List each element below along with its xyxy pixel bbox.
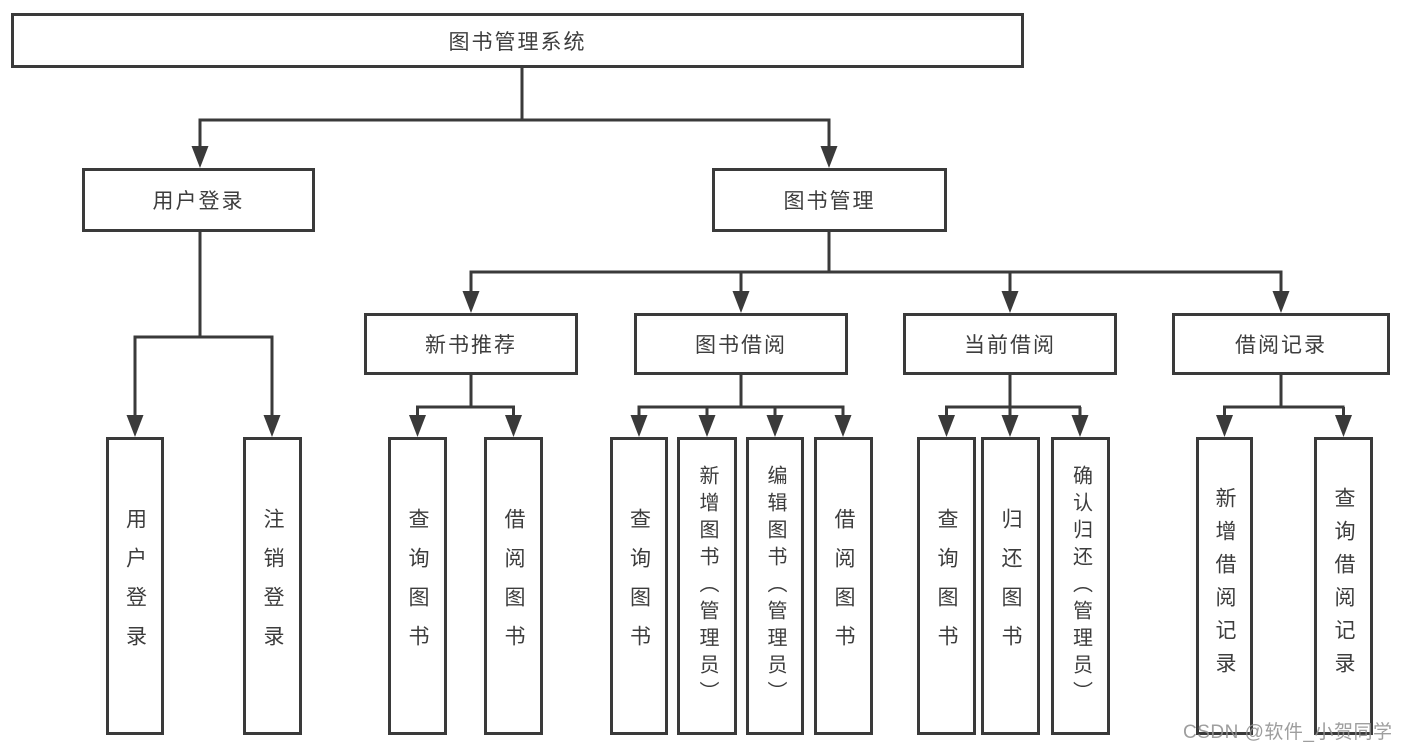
leaf-bb-edit-books-admin: 编辑图书（管理员） bbox=[746, 437, 804, 735]
node-current-borrow: 当前借阅 bbox=[903, 313, 1117, 375]
node-label: 查询图书 bbox=[406, 508, 429, 664]
node-new-book-recommend: 新书推荐 bbox=[364, 313, 578, 375]
leaf-cb-query-books: 查询图书 bbox=[917, 437, 976, 735]
leaf-br-add-record: 新增借阅记录 bbox=[1196, 437, 1253, 735]
leaf-bb-query-books: 查询图书 bbox=[610, 437, 668, 735]
node-label: 图书借阅 bbox=[695, 334, 787, 357]
node-label: 编辑图书（管理员） bbox=[764, 464, 786, 708]
node-borrow-records: 借阅记录 bbox=[1172, 313, 1390, 375]
node-book-management: 图书管理 bbox=[712, 168, 947, 232]
leaf-logout: 注销登录 bbox=[243, 437, 302, 735]
leaf-nb-borrow-books: 借阅图书 bbox=[484, 437, 543, 735]
node-label: 新增图书（管理员） bbox=[696, 464, 718, 708]
node-label: 借阅图书 bbox=[832, 508, 855, 664]
leaf-br-query-record: 查询借阅记录 bbox=[1314, 437, 1373, 735]
leaf-nb-query-books: 查询图书 bbox=[388, 437, 447, 735]
node-label: 确认归还（管理员） bbox=[1069, 464, 1092, 708]
leaf-cb-confirm-return-admin: 确认归还（管理员） bbox=[1051, 437, 1110, 735]
node-label: 当前借阅 bbox=[964, 334, 1056, 357]
leaf-bb-add-books-admin: 新增图书（管理员） bbox=[677, 437, 737, 735]
node-label: 借阅图书 bbox=[502, 508, 525, 664]
node-label: 查询图书 bbox=[935, 508, 958, 664]
node-book-borrow: 图书借阅 bbox=[634, 313, 848, 375]
node-label: 查询图书 bbox=[627, 508, 651, 664]
node-label: 借阅记录 bbox=[1235, 334, 1327, 357]
node-user-login: 用户登录 bbox=[82, 168, 315, 232]
node-label: 新增借阅记录 bbox=[1213, 487, 1236, 685]
leaf-bb-borrow-books: 借阅图书 bbox=[814, 437, 873, 735]
leaf-cb-return-books: 归还图书 bbox=[981, 437, 1040, 735]
node-label: 图书管理 bbox=[783, 190, 876, 213]
node-label: 查询借阅记录 bbox=[1332, 487, 1355, 685]
node-label: 新书推荐 bbox=[425, 334, 517, 357]
node-label: 归还图书 bbox=[999, 508, 1022, 664]
node-label: 图书管理系统 bbox=[448, 30, 587, 54]
node-label: 用户登录 bbox=[123, 508, 147, 664]
leaf-user-login: 用户登录 bbox=[106, 437, 164, 735]
node-label: 注销登录 bbox=[261, 508, 284, 664]
node-label: 用户登录 bbox=[152, 190, 245, 213]
csdn-watermark: CSDN @软件_小贺同学 bbox=[1183, 722, 1393, 743]
node-library-management-system: 图书管理系统 bbox=[11, 13, 1024, 68]
